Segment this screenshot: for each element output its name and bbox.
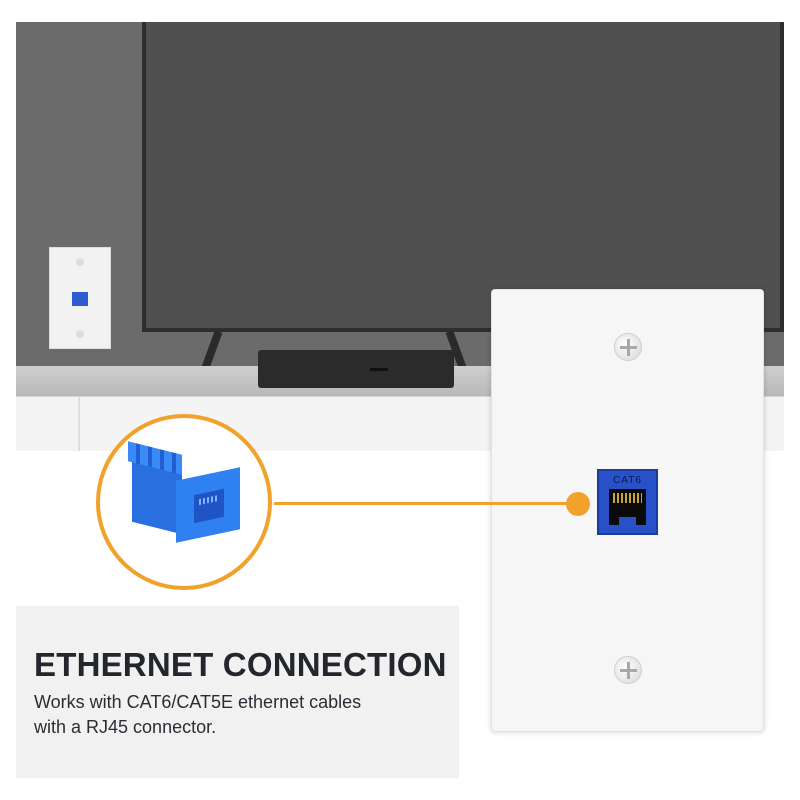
callout-dot <box>566 492 590 516</box>
callout-line <box>274 502 578 505</box>
media-console <box>258 350 454 388</box>
description-line-2: with a RJ45 connector. <box>34 717 217 737</box>
rj45-port <box>609 489 646 525</box>
description-line-1: Works with CAT6/CAT5E ethernet cables <box>34 692 362 712</box>
screw-icon <box>76 258 84 266</box>
small-ethernet-port <box>72 292 88 306</box>
text-panel <box>16 606 459 778</box>
headline: ETHERNET CONNECTION <box>34 646 447 683</box>
bottom-screw-icon <box>614 656 642 684</box>
description: Works with CAT6/CAT5E ethernet cables wit… <box>34 690 434 740</box>
ethernet-jack: CAT6 <box>597 469 658 535</box>
television <box>142 22 784 332</box>
keystone-jack-icon <box>128 441 248 558</box>
top-screw-icon <box>614 333 642 361</box>
small-wall-plate <box>49 247 111 349</box>
jack-label: CAT6 <box>613 475 642 486</box>
screw-icon <box>76 330 84 338</box>
